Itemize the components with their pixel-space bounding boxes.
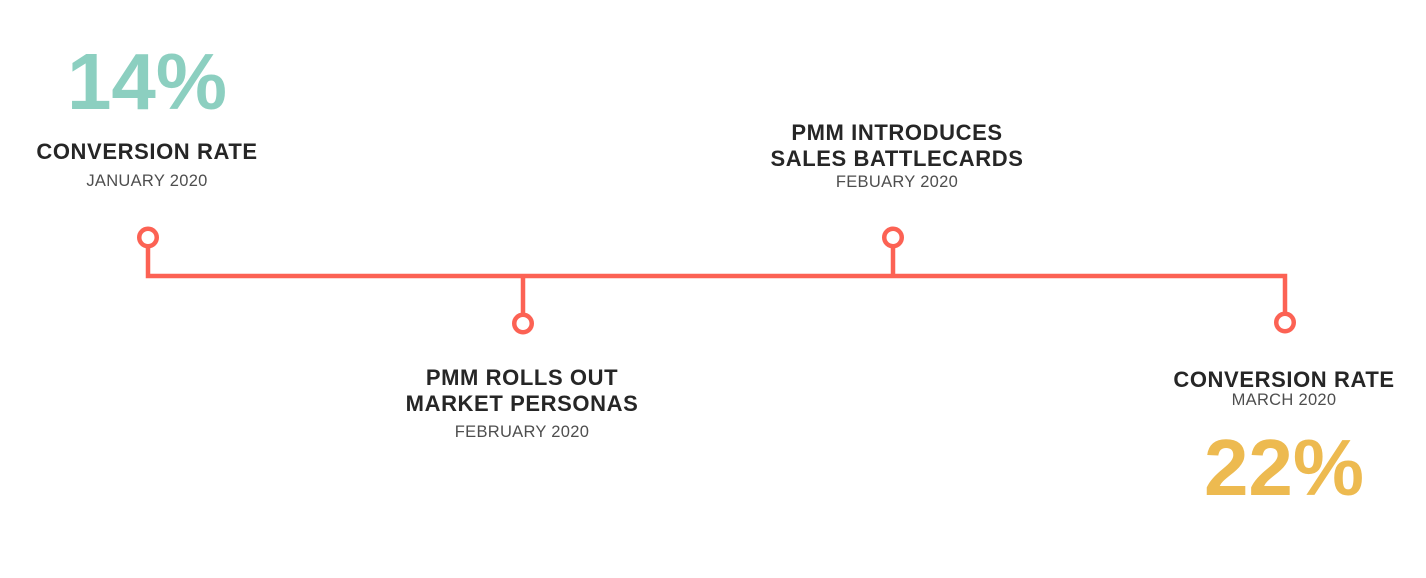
event-title-battlecards-line1: PMM INTRODUCES bbox=[791, 120, 1003, 145]
event-title-march: CONVERSION RATE bbox=[1173, 367, 1395, 392]
timeline-event-battlecards: PMM INTRODUCES SALES BATTLECARDS FEBUARY… bbox=[770, 120, 1023, 193]
event-title-personas: PMM ROLLS OUT MARKET PERSONAS bbox=[406, 365, 639, 417]
event-title-personas-line2: MARKET PERSONAS bbox=[405, 390, 639, 416]
event-title-january: CONVERSION RATE bbox=[36, 139, 258, 164]
event-title-battlecards: PMM INTRODUCES SALES BATTLECARDS bbox=[770, 120, 1023, 172]
event-date-january: JANUARY 2020 bbox=[86, 171, 208, 190]
timeline-event-january-2020: 14% CONVERSION RATE JANUARY 2020 bbox=[36, 42, 257, 192]
event-title-battlecards-line2: SALES BATTLECARDS bbox=[770, 145, 1024, 171]
event-date-march: MARCH 2020 bbox=[1231, 390, 1337, 409]
timeline-event-march-2020: CONVERSION RATE MARCH 2020 22% bbox=[1173, 367, 1394, 508]
metric-value-january: 14% bbox=[66, 37, 228, 126]
timeline-marker-battlecards bbox=[882, 226, 904, 249]
metric-value-march: 22% bbox=[1203, 422, 1365, 512]
event-title-personas-line1: PMM ROLLS OUT bbox=[425, 365, 619, 390]
event-date-battlecards: FEBUARY 2020 bbox=[835, 172, 959, 191]
timeline-marker-personas bbox=[512, 312, 534, 335]
event-date-personas: FEBRUARY 2020 bbox=[454, 422, 590, 441]
timeline-event-personas: PMM ROLLS OUT MARKET PERSONAS FEBRUARY 2… bbox=[406, 365, 639, 443]
timeline-marker-march bbox=[1274, 311, 1296, 334]
timeline-marker-january bbox=[137, 226, 159, 249]
timeline-line bbox=[145, 246, 1288, 314]
